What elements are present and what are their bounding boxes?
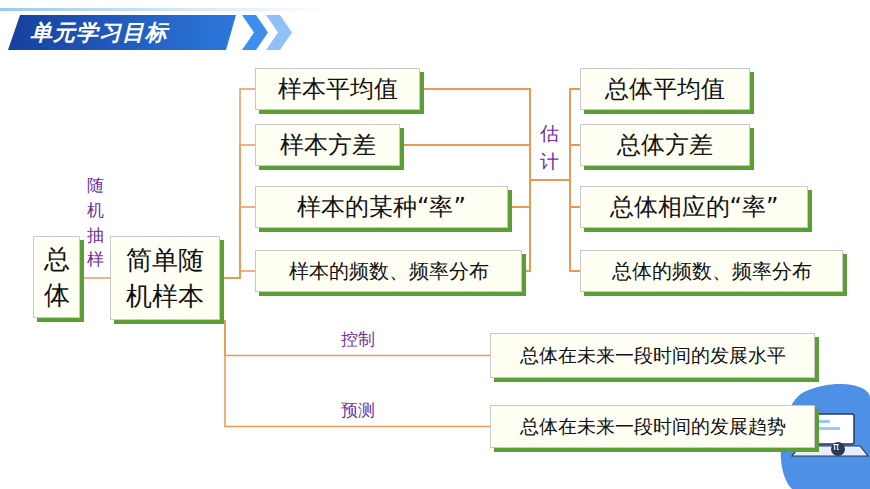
connector-line <box>80 277 110 279</box>
node-text: 样本的某种“率” <box>297 193 466 222</box>
node-text: 总体 <box>34 241 79 314</box>
connector-line <box>225 320 490 356</box>
connector-line <box>225 320 490 427</box>
connector-line <box>220 207 255 278</box>
edge-label: 预测 <box>341 400 375 420</box>
top-rule <box>0 8 330 11</box>
slide-title: 单元学习目标 <box>30 18 168 48</box>
pi-badge <box>831 442 845 456</box>
connector-line <box>420 89 580 180</box>
node-text: 样本平均值 <box>278 75 398 104</box>
connector-line <box>220 145 255 278</box>
connector-line <box>508 89 580 207</box>
concept-box: 总体平均值 <box>580 68 750 110</box>
node-text: 总体平均值 <box>605 75 725 104</box>
node-text: 总体相应的“率” <box>610 193 779 222</box>
concept-box: 样本的某种“率” <box>255 186 508 228</box>
connector-line <box>400 89 580 180</box>
banner-chevron <box>266 15 292 50</box>
title-banner <box>8 15 236 50</box>
connector-line <box>220 271 255 278</box>
screen-line <box>814 427 840 430</box>
concept-box: 总体相应的“率” <box>580 186 808 228</box>
estimate-label: 估计 <box>539 120 560 175</box>
concept-box: 总体方差 <box>580 124 750 166</box>
node-text: 样本方差 <box>280 131 376 160</box>
edge-label: 随机抽样 <box>86 173 104 272</box>
connector-line <box>508 180 580 207</box>
connector-line <box>522 180 580 271</box>
banner-chevron <box>242 15 268 50</box>
node-text: 简单随机样本 <box>121 242 209 315</box>
node-text: 总体方差 <box>617 131 713 160</box>
concept-box: 样本的频数、频率分布 <box>255 250 522 292</box>
symbol-label: π <box>833 441 839 453</box>
edge-label: 控制 <box>341 329 375 349</box>
node-text: 总体的频数、频率分布 <box>612 259 812 283</box>
concept-box: 总体在未来一段时间的发展趋势 <box>490 405 815 448</box>
concept-box: 总体的频数、频率分布 <box>580 250 843 292</box>
concept-box: 总体 <box>33 236 80 318</box>
connector-line <box>420 89 580 271</box>
node-text: 总体在未来一段时间的发展水平 <box>520 344 786 367</box>
connector-line <box>522 89 580 271</box>
screen-line <box>814 420 830 423</box>
connector-line <box>220 89 255 278</box>
concept-box: 总体在未来一段时间的发展水平 <box>490 333 815 378</box>
node-text: 总体在未来一段时间的发展趋势 <box>520 415 786 438</box>
concept-box: 样本方差 <box>255 124 400 166</box>
connector-line <box>522 180 580 271</box>
concept-box: 简单随机样本 <box>110 236 220 320</box>
node-text: 样本的频数、频率分布 <box>289 259 489 283</box>
concept-box: 样本平均值 <box>255 68 420 110</box>
connector-line <box>420 89 580 180</box>
